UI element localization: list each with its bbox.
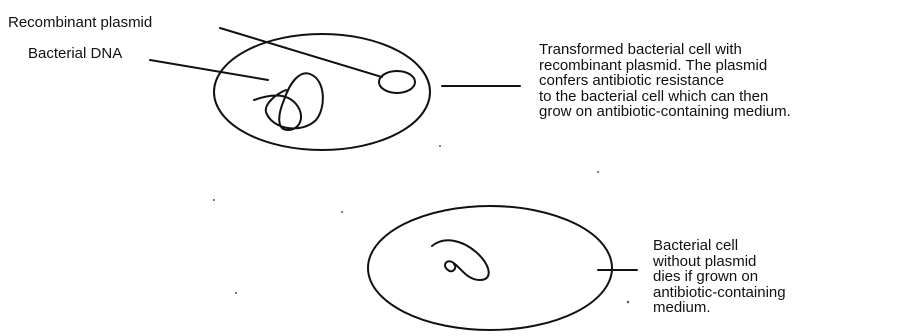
print-speck bbox=[213, 199, 215, 201]
bacterial-dna-label: Bacterial DNA bbox=[28, 46, 122, 62]
print-speck bbox=[597, 171, 599, 173]
print-speck bbox=[439, 145, 441, 147]
untransformed-cell-description: Bacterial cell without plasmid dies if g… bbox=[653, 238, 786, 316]
bacterial-dna-loop bbox=[254, 73, 323, 130]
recombinant-plasmid-oval bbox=[379, 71, 415, 93]
print-speck bbox=[627, 301, 629, 303]
print-speck bbox=[341, 211, 343, 213]
transformed-cell-description: Transformed bacterial cell with recombin… bbox=[539, 42, 791, 120]
print-speck bbox=[235, 292, 237, 294]
recombinant-plasmid-label: Recombinant plasmid bbox=[8, 15, 152, 31]
untransformed-cell-dna-loop bbox=[432, 240, 489, 280]
dna-leader-line bbox=[150, 60, 268, 80]
untransformed-cell-outline bbox=[368, 206, 612, 330]
